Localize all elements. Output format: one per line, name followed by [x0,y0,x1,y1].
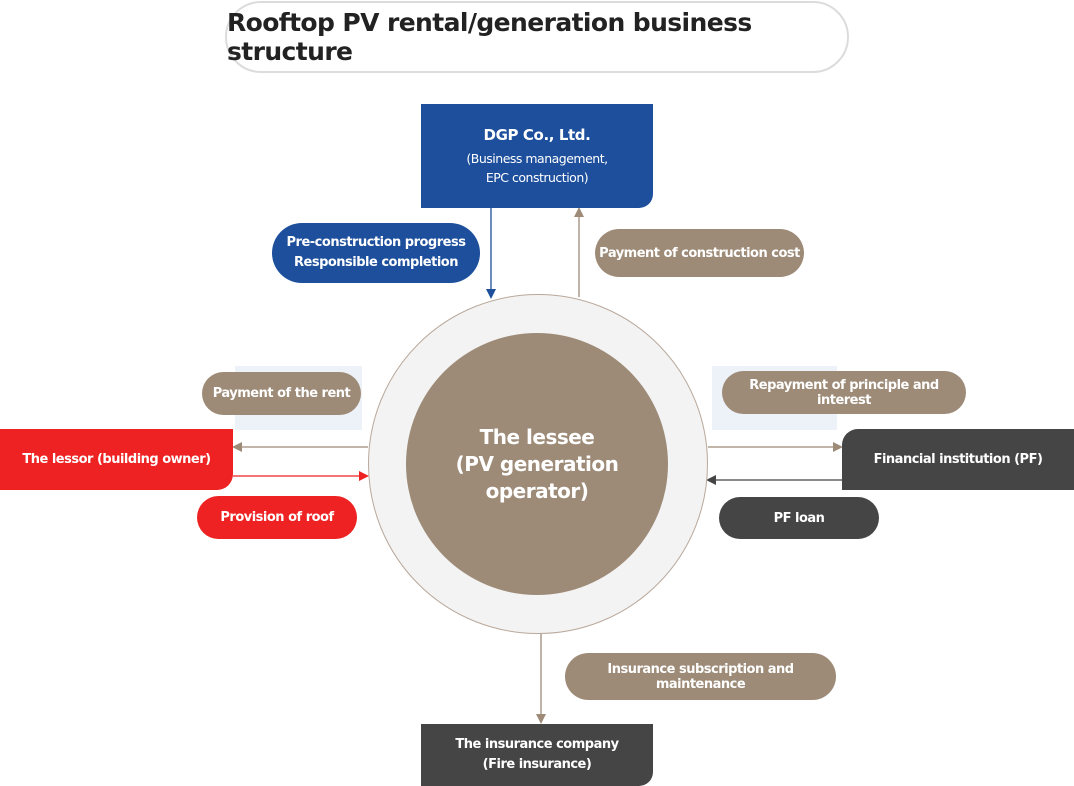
repayment-text: Repayment of principle and interest [749,377,939,408]
payment-construction-label: Payment of construction cost [595,229,804,277]
pre-construction-line-2: Responsible completion [294,255,458,270]
lessor-node: The lessor (building owner) [0,429,233,490]
provision-roof-label: Provision of roof [197,496,357,539]
insurance-subscription-text: Insurance subscription and maintenance [607,661,794,692]
dgp-name: DGP Co., Ltd. [483,125,591,144]
diagram-title: Rooftop PV rental/generation business st… [225,1,849,73]
payment-construction-text: Payment of construction cost [599,245,800,261]
dgp-node: DGP Co., Ltd. (Business management, EPC … [421,104,653,208]
insurance-company-line-1: The insurance company [455,737,619,752]
pf-loan-text: PF loan [773,510,825,526]
provision-roof-text: Provision of roof [220,510,334,525]
lessor-label: The lessor (building owner) [22,452,211,467]
lessee-subtitle: (PV generation operator) [455,451,619,503]
payment-rent-label: Payment of the rent [202,372,361,415]
pf-loan-label: PF loan [719,497,879,539]
pre-construction-line-1: Pre-construction progress [286,235,466,250]
dgp-sub-2: EPC construction) [485,169,589,185]
financial-label: Financial institution (PF) [873,452,1043,467]
lessee-title: The lessee [479,424,595,449]
lessee-node: The lessee (PV generation operator) [406,333,668,595]
insurance-subscription-label: Insurance subscription and maintenance [565,653,836,700]
dgp-sub-1: (Business management, [466,150,608,166]
repayment-label: Repayment of principle and interest [722,371,966,414]
payment-rent-text: Payment of the rent [212,386,351,401]
pre-construction-label: Pre-construction progress Responsible co… [272,223,480,283]
insurance-company-node: The insurance company (Fire insurance) [421,724,653,786]
financial-institution-node: Financial institution (PF) [842,429,1074,490]
insurance-company-line-2: (Fire insurance) [482,757,592,772]
